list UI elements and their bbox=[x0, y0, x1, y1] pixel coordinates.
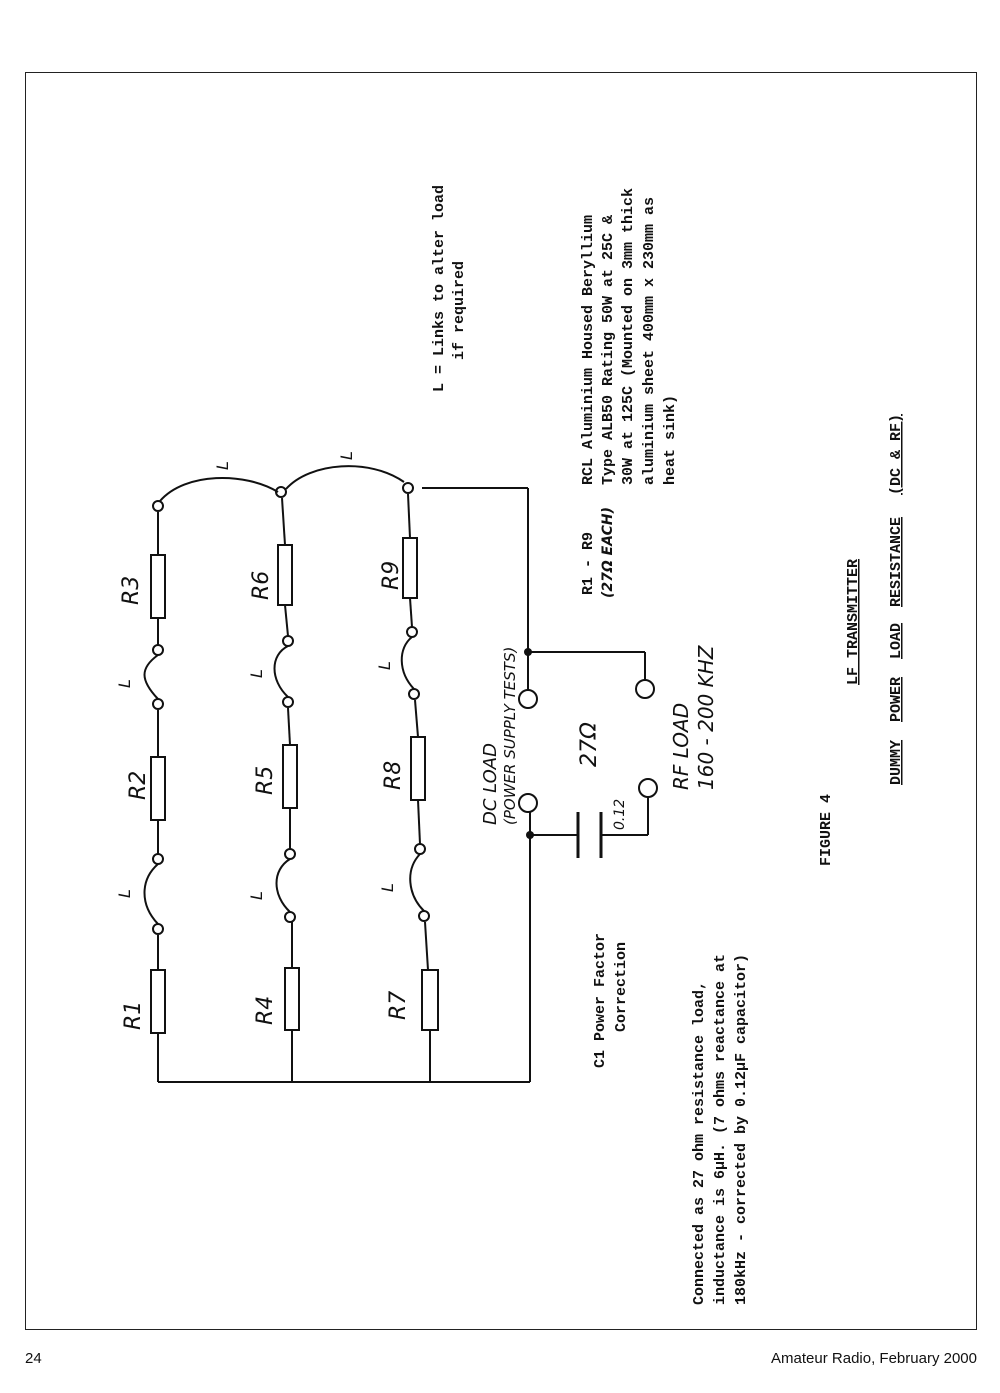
link-l1 bbox=[143, 863, 159, 925]
link-terminal bbox=[406, 626, 418, 638]
resistor-r8-label: R8 bbox=[381, 761, 406, 790]
link-terminal bbox=[152, 500, 164, 512]
resistor-r9-body bbox=[402, 537, 418, 599]
rcl-note-line1: RCL Aluminium Housed Beryllium bbox=[580, 215, 597, 485]
figure-title-line2: DUMMY POWER LOAD RESISTANCE (DC & RF) bbox=[888, 414, 905, 785]
rf-load-terminal-bottom bbox=[638, 778, 658, 798]
resistors-range-note: R1 - R9 bbox=[580, 532, 597, 595]
link-l4 bbox=[273, 645, 289, 698]
resistor-r7-body bbox=[421, 969, 439, 1031]
wire bbox=[424, 921, 429, 971]
c1-note-line1: C1 Power Factor bbox=[592, 933, 609, 1068]
links-note-line2: if required bbox=[451, 261, 468, 360]
link-l5 bbox=[409, 853, 425, 912]
link-l-top-1 bbox=[159, 477, 279, 502]
resistors-each-note: (27Ω EACH) bbox=[600, 507, 616, 598]
wire bbox=[407, 493, 411, 539]
link-label: L bbox=[213, 461, 232, 470]
links-note-line1: L = Links to alter load bbox=[431, 185, 448, 392]
resistor-r6-label: R6 bbox=[249, 571, 274, 600]
link-terminal bbox=[402, 482, 414, 494]
rcl-note-line3: 30W at 125C (Mounted on 3mm thick bbox=[620, 188, 637, 485]
link-terminal bbox=[152, 923, 164, 935]
link-label: L bbox=[247, 669, 266, 678]
resistor-r5-label: R5 bbox=[253, 766, 278, 795]
resistor-r9-label: R9 bbox=[379, 561, 404, 590]
rf-load-frequency: 160 - 200 KHZ bbox=[694, 644, 718, 790]
link-label: L bbox=[247, 891, 266, 900]
page-number: 24 bbox=[25, 1350, 42, 1367]
figure-label: FIGURE 4 bbox=[818, 794, 835, 866]
resistor-r8-body bbox=[410, 736, 426, 801]
dc-load-label: DC LOAD bbox=[480, 743, 501, 825]
figure-title-word: DUMMY bbox=[888, 740, 905, 785]
dc-load-terminal-top bbox=[518, 689, 538, 709]
resistor-r6-body bbox=[277, 544, 293, 606]
junction-dot bbox=[524, 648, 532, 656]
resistor-r4-body bbox=[284, 967, 300, 1031]
resistor-r2-label: R2 bbox=[126, 771, 151, 800]
link-label: L bbox=[378, 883, 397, 892]
figure-title-word: LOAD bbox=[888, 623, 905, 659]
resistance-value: 27Ω bbox=[577, 722, 602, 767]
link-terminal bbox=[284, 911, 296, 923]
rf-load-terminal-top bbox=[635, 679, 655, 699]
dc-load-subtitle: (POWER SUPPLY TESTS) bbox=[501, 647, 519, 825]
figure-title-word: (DC & RF) bbox=[888, 414, 905, 495]
link-label: L bbox=[337, 451, 356, 460]
link-l3 bbox=[275, 858, 291, 913]
figure-title-line1: LF TRANSMITTER bbox=[845, 559, 862, 685]
link-label: L bbox=[115, 889, 134, 898]
link-terminal bbox=[414, 843, 426, 855]
rcl-note-line5: heat sink) bbox=[662, 395, 679, 485]
rcl-note-line2: Type ALB50 Rating 50W at 25C & bbox=[600, 215, 617, 485]
link-terminal bbox=[418, 910, 430, 922]
link-terminal bbox=[284, 848, 296, 860]
link-l6 bbox=[400, 636, 415, 690]
link-terminal bbox=[152, 644, 164, 656]
resistor-r3-label: R3 bbox=[119, 576, 144, 605]
rf-load-label: RF LOAD bbox=[669, 703, 693, 790]
connected-note-line3: 180kHz - corrected by 0.12µF capacitor) bbox=[733, 954, 750, 1305]
link-l2 bbox=[143, 654, 159, 700]
page-frame bbox=[25, 72, 977, 1330]
link-terminal bbox=[282, 696, 294, 708]
connected-note-line1: Connected as 27 ohm resistance load, bbox=[691, 981, 708, 1305]
resistor-r5-body bbox=[282, 744, 298, 809]
link-l-top-2 bbox=[285, 465, 405, 490]
link-terminal bbox=[408, 688, 420, 700]
link-label: L bbox=[115, 679, 134, 688]
wire bbox=[281, 497, 286, 546]
resistor-r7-label: R7 bbox=[386, 991, 411, 1020]
resistor-r3-body bbox=[150, 554, 166, 619]
c1-note-line2: Correction bbox=[613, 942, 630, 1032]
link-terminal bbox=[275, 486, 287, 498]
wire bbox=[284, 604, 289, 637]
wire bbox=[287, 707, 291, 746]
link-terminal bbox=[152, 698, 164, 710]
publication-footer: Amateur Radio, February 2000 bbox=[771, 1350, 977, 1367]
link-label: L bbox=[375, 661, 394, 670]
rcl-note-line4: aluminium sheet 400mm x 230mm as bbox=[641, 197, 658, 485]
junction-dot bbox=[526, 831, 534, 839]
connected-note-line2: inductance is 6µH. (7 ohms reactance at bbox=[712, 954, 729, 1305]
dc-load-terminal-bottom bbox=[518, 793, 538, 813]
resistor-r4-label: R4 bbox=[253, 996, 278, 1025]
resistor-r2-body bbox=[150, 756, 166, 821]
wire bbox=[417, 799, 421, 845]
figure-title-word: RESISTANCE bbox=[888, 517, 905, 607]
link-terminal bbox=[152, 853, 164, 865]
wire bbox=[409, 597, 413, 628]
capacitor-value: 0.12 bbox=[612, 799, 628, 830]
resistor-r1-label: R1 bbox=[121, 1001, 146, 1030]
resistor-r1-body bbox=[150, 969, 166, 1034]
link-terminal bbox=[282, 635, 294, 647]
figure-title-word: POWER bbox=[888, 677, 905, 722]
wire bbox=[414, 699, 419, 738]
